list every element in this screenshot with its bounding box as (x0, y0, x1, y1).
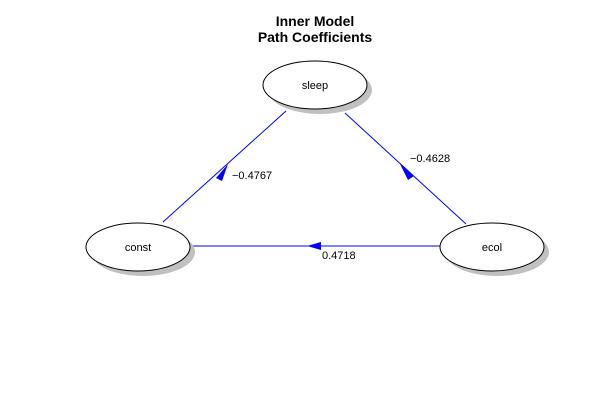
coefficient-ecol-sleep: −0.4628 (410, 153, 450, 165)
edge-const-sleep: −0.4767 (162, 110, 287, 223)
edge-ecol-sleep: −0.4628 (344, 112, 467, 225)
node-label-ecol: ecol (482, 242, 502, 254)
edge-ecol-const: 0.4718 (193, 242, 440, 262)
diagram-title: Inner Model Path Coefficients (0, 13, 600, 45)
coefficient-ecol-const: 0.4718 (322, 250, 356, 262)
arrowhead-ecol-sleep (400, 164, 414, 180)
title-line-1: Inner Model (275, 13, 355, 29)
coefficient-const-sleep: −0.4767 (232, 170, 272, 182)
arrowhead-ecol-const (307, 242, 321, 250)
node-sleep: sleep (262, 60, 372, 114)
node-label-sleep: sleep (302, 80, 328, 92)
node-label-const: const (125, 242, 151, 254)
arrowhead-const-sleep (216, 164, 228, 181)
node-ellipse-sleep (262, 60, 368, 110)
node-ellipse-const (85, 222, 191, 272)
edge-line-ecol-sleep (344, 112, 467, 225)
edge-line-const-sleep (162, 110, 287, 223)
node-const: const (85, 222, 195, 276)
node-ecol: ecol (439, 222, 549, 276)
node-ellipse-ecol (439, 222, 545, 272)
title-line-2: Path Coefficients (257, 29, 373, 45)
